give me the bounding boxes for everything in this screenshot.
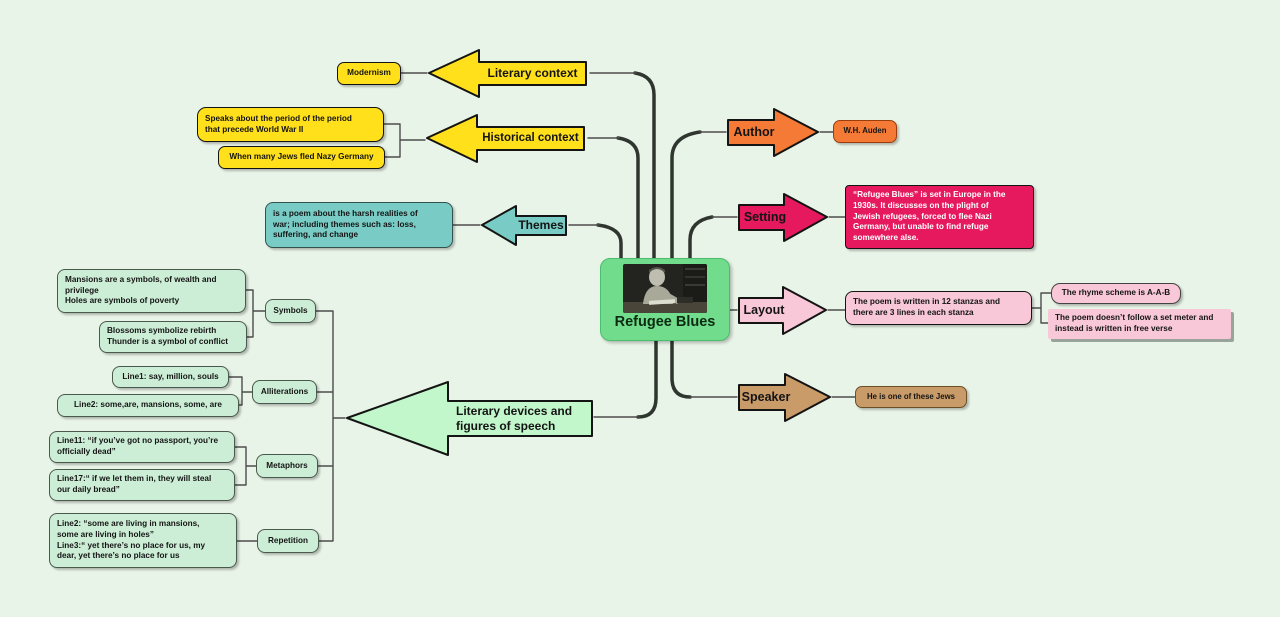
setting-arrow[interactable]: Setting — [737, 192, 829, 243]
metaphors-category[interactable]: Metaphors — [256, 454, 318, 478]
historical-context-label: Historical context — [482, 132, 579, 145]
historical-note-1[interactable]: Speaks about the period of the period th… — [197, 107, 384, 142]
layout-arrow[interactable]: Layout — [737, 285, 828, 336]
setting-label: Setting — [743, 209, 787, 224]
setting-note[interactable]: “Refugee Blues” is set in Europe in the … — [845, 185, 1034, 249]
literary-devices-label: Literary devices and figures of speech — [456, 403, 573, 433]
metaphors-note-1[interactable]: Line11: “if you’ve got no passport, you’… — [49, 431, 235, 463]
modernism-node[interactable]: Modernism — [337, 62, 401, 85]
alliterations-category[interactable]: Alliterations — [252, 380, 317, 404]
rhyme-scheme-node[interactable]: The rhyme scheme is A-A-B — [1051, 283, 1181, 304]
themes-note[interactable]: is a poem about the harsh realities of w… — [265, 202, 453, 248]
themes-arrow[interactable]: Themes — [480, 203, 568, 248]
alliterations-note-1[interactable]: Line1: say, million, souls — [112, 366, 229, 388]
auden-photo — [623, 264, 707, 313]
author-note[interactable]: W.H. Auden — [833, 120, 897, 143]
symbols-category[interactable]: Symbols — [265, 299, 316, 323]
layout-label: Layout — [743, 302, 785, 317]
literary-context-arrow[interactable]: Literary context — [427, 47, 589, 100]
layout-note[interactable]: The poem is written in 12 stanzas and th… — [845, 291, 1032, 325]
literary-context-label: Literary context — [487, 66, 578, 80]
speaker-note[interactable]: He is one of these Jews — [855, 386, 967, 408]
free-verse-node[interactable]: The poem doesn’t follow a set meter and … — [1048, 309, 1231, 339]
repetition-category[interactable]: Repetition — [257, 529, 319, 553]
alliterations-note-2[interactable]: Line2: some,are, mansions, some, are — [57, 394, 239, 417]
center-node-title: Refugee Blues — [614, 314, 716, 330]
author-arrow[interactable]: Author — [726, 107, 820, 158]
metaphors-note-2[interactable]: Line17:“ if we let them in, they will st… — [49, 469, 235, 501]
repetition-note[interactable]: Line2: “some are living in mansions, som… — [49, 513, 237, 568]
center-node-refugee-blues[interactable]: Refugee Blues — [600, 258, 730, 341]
themes-label: Themes — [518, 218, 564, 232]
historical-context-arrow[interactable]: Historical context — [425, 112, 587, 165]
speaker-label: Speaker — [741, 389, 791, 404]
literary-devices-arrow[interactable]: Literary devices and figures of speech — [345, 378, 594, 459]
speaker-arrow[interactable]: Speaker — [737, 372, 832, 423]
historical-note-2[interactable]: When many Jews fled Nazy Germany — [218, 146, 385, 169]
symbols-note-1[interactable]: Mansions are a symbols, of wealth and pr… — [57, 269, 246, 313]
symbols-note-2[interactable]: Blossoms symbolize rebirth Thunder is a … — [99, 321, 247, 353]
author-label: Author — [733, 124, 775, 139]
